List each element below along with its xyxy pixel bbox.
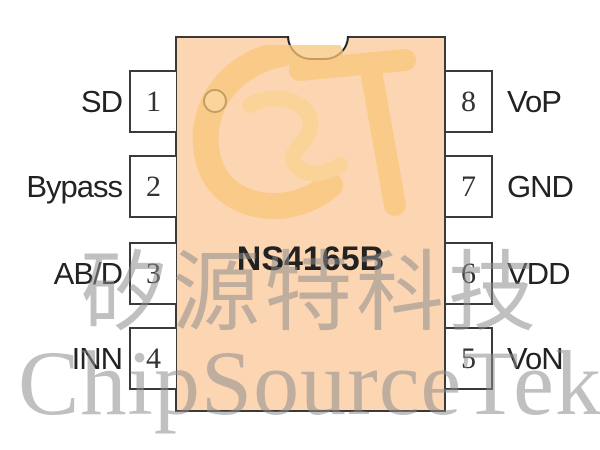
pin-label-vop: VoP: [507, 84, 562, 119]
pin-label-vdd: VDD: [507, 256, 570, 291]
part-number: NS4165B: [236, 240, 385, 278]
pin-4: 4: [129, 327, 176, 390]
pin-label-von: VoN: [507, 341, 564, 376]
pin-number: 8: [461, 84, 476, 118]
pin-number: 7: [461, 169, 476, 203]
pin-number: 3: [146, 256, 161, 290]
pin-label-inn: INN: [71, 341, 123, 376]
pin-label-sd: SD: [80, 84, 123, 119]
pin-1: 1: [129, 70, 176, 133]
chinese-watermark: 矽源特科技: [80, 246, 541, 343]
english-watermark: ChipSourceTek: [18, 332, 600, 434]
pin-7: 7: [446, 155, 493, 218]
pin-number: 1: [146, 84, 161, 118]
pin-5: 5: [446, 327, 493, 390]
pin-number: 2: [146, 169, 161, 203]
pin-label-abd: AB/D: [53, 256, 123, 291]
pin-6: 6: [446, 242, 493, 305]
pin-number: 6: [461, 256, 476, 290]
st-logo-watermark: [192, 45, 416, 219]
pin-label-gnd: GND: [507, 169, 574, 204]
pin-number: 4: [146, 341, 161, 375]
pin-2: 2: [129, 155, 176, 218]
pin-number: 5: [461, 341, 476, 375]
pin-3: 3: [129, 242, 176, 305]
pin-8: 8: [446, 70, 493, 133]
pin-label-bypass: Bypass: [26, 169, 123, 204]
